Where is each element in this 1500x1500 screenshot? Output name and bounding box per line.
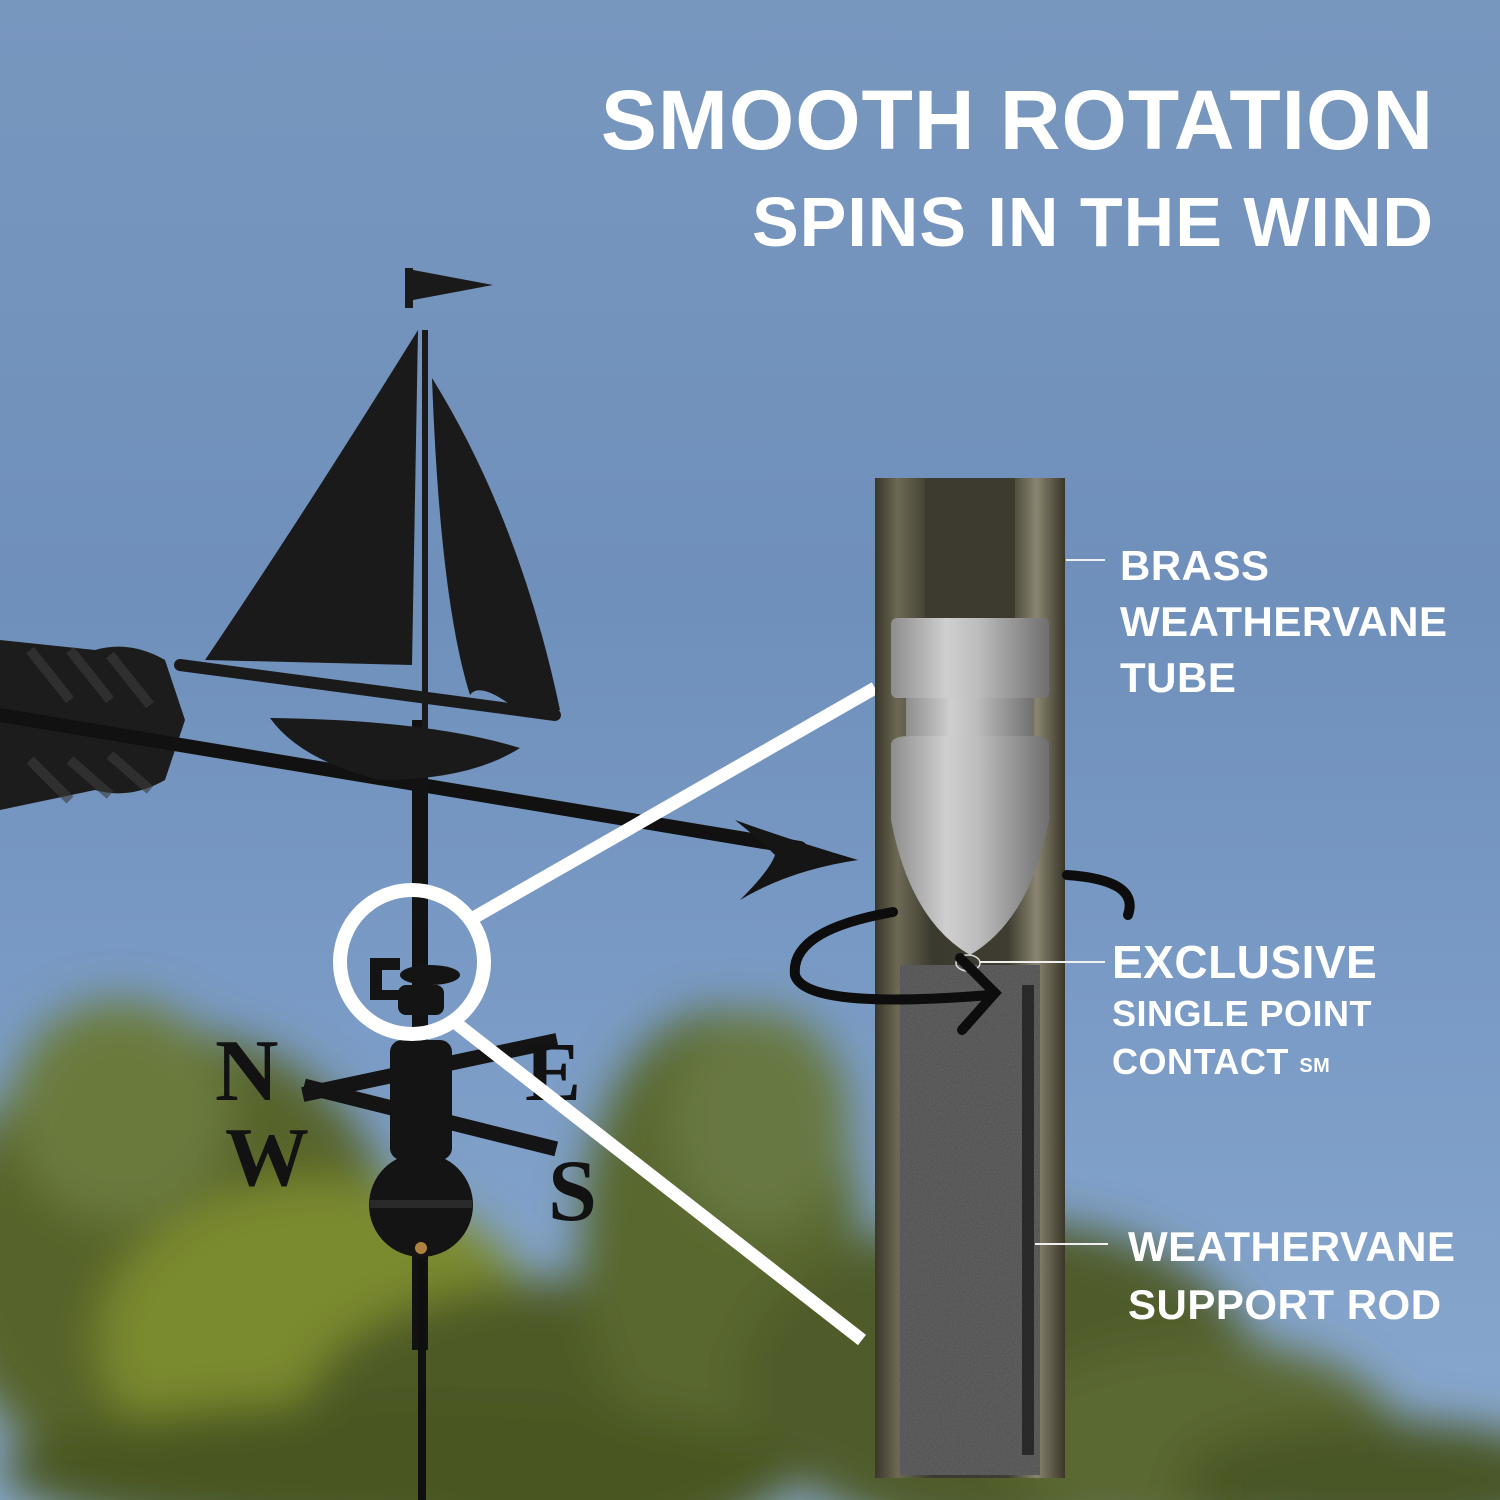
arrow-head-icon bbox=[735, 820, 858, 900]
rotation-arrow-icon bbox=[789, 870, 1135, 1035]
callout-support-rod: WEATHERVANE SUPPORT ROD bbox=[1128, 1218, 1456, 1334]
callout-line: CONTACT SM bbox=[1112, 1038, 1377, 1086]
callout-leader-lines bbox=[980, 559, 1108, 1245]
svg-text:N: N bbox=[215, 1023, 279, 1120]
callout-line: SUPPORT ROD bbox=[1128, 1281, 1442, 1328]
magnifier-circle-icon bbox=[333, 682, 879, 1346]
callout-single-point-contact: EXCLUSIVE SINGLE POINT CONTACT SM bbox=[1112, 934, 1377, 1086]
callout-line: WEATHERVANE bbox=[1120, 598, 1448, 645]
svg-text:S: S bbox=[548, 1143, 597, 1240]
cutaway-tube bbox=[875, 478, 1065, 1478]
compass-letters: N E W S bbox=[215, 1023, 597, 1240]
headline-title: SMOOTH ROTATION bbox=[600, 73, 1434, 167]
service-mark: SM bbox=[1299, 1055, 1331, 1077]
callout-line: SINGLE POINT bbox=[1112, 993, 1373, 1034]
callout-brass-tube: BRASS WEATHERVANE TUBE bbox=[1120, 538, 1448, 706]
compass-directionals bbox=[301, 958, 559, 1257]
headline-subtitle: SPINS IN THE WIND bbox=[751, 183, 1434, 261]
svg-text:W: W bbox=[225, 1111, 309, 1204]
headline: SMOOTH ROTATION SPINS IN THE WIND bbox=[601, 72, 1434, 264]
callout-line: WEATHERVANE bbox=[1128, 1223, 1456, 1270]
callout-line: TUBE bbox=[1120, 654, 1237, 701]
callout-line: EXCLUSIVE bbox=[1112, 936, 1378, 988]
callout-line: BRASS bbox=[1120, 542, 1270, 589]
callout-line-text: CONTACT bbox=[1112, 1041, 1289, 1082]
sailboat-icon bbox=[174, 268, 561, 780]
